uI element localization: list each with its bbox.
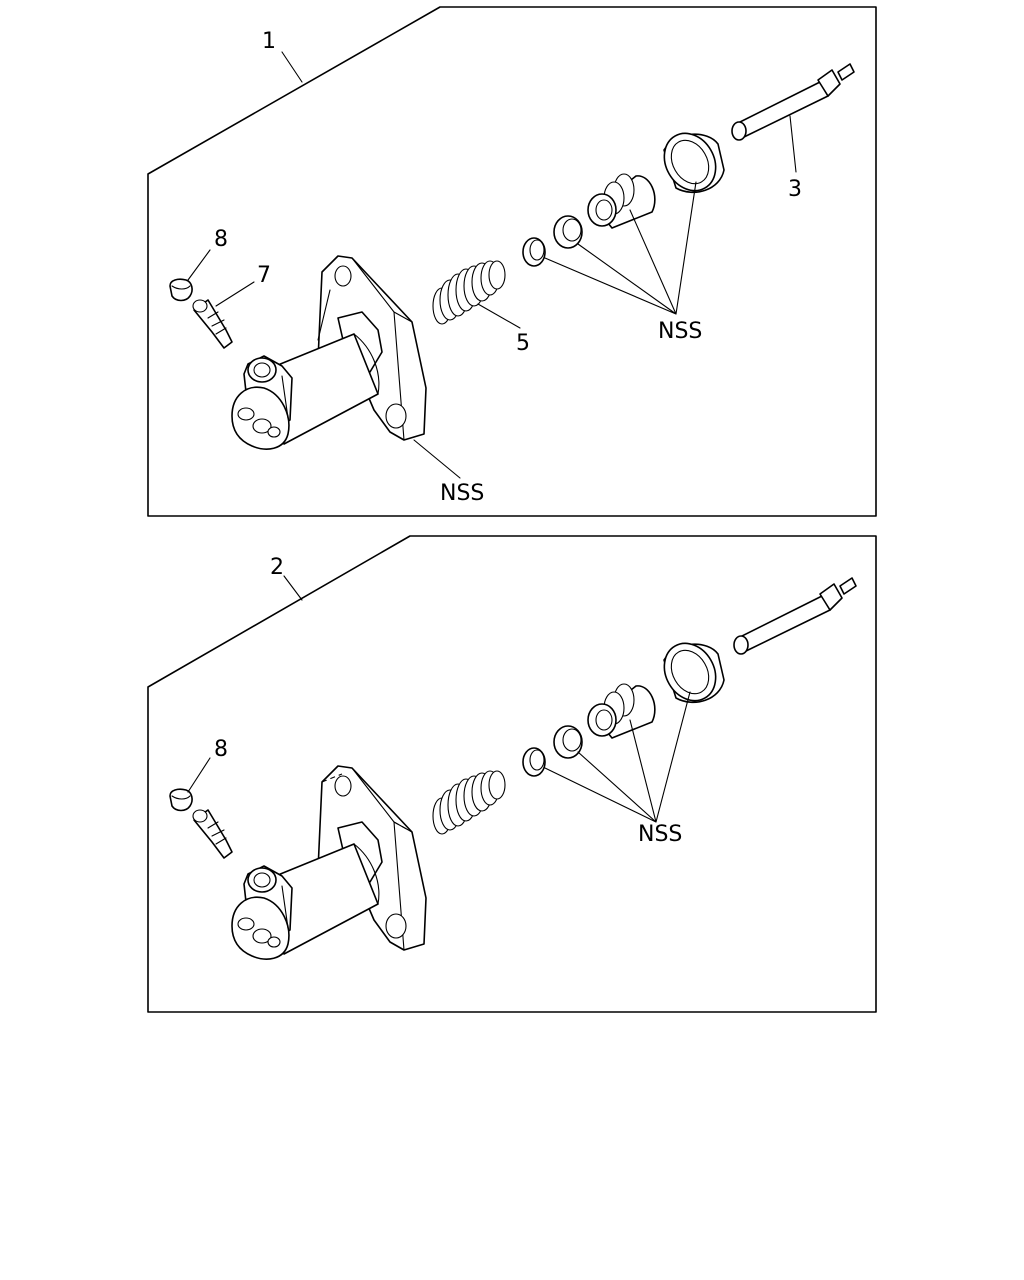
dust-cap-1 [169,278,193,302]
seal-kit-2 [522,633,727,777]
bleeder-screw-1 [192,299,233,349]
callout-seal-kit-2: NSS [638,822,682,847]
seal-kit-1 [522,123,727,267]
callout-spring-1: 5 [516,331,530,356]
callout-bleeder-1: 7 [257,263,271,288]
panel-1: 1 8 7 5 3 NSS NSS [147,6,877,517]
panel-2: 2 8 NSS [147,535,877,1013]
panel-1-frame [147,6,877,517]
dust-cap-2 [169,788,193,812]
push-rod-2 [733,577,857,655]
slave-cylinder-body-2 [231,765,427,960]
callout-cap-1: 8 [214,227,228,252]
spring-1 [432,260,506,325]
bleeder-screw-2 [192,809,233,859]
spring-2 [432,770,506,835]
push-rod-1 [731,63,855,141]
callout-cap-2: 8 [214,737,228,762]
assembly-number-1: 1 [262,29,276,54]
assembly-number-2: 2 [270,555,284,580]
callout-body-1: NSS [440,481,484,506]
callout-push-rod-1: 3 [788,177,802,202]
callout-seal-kit-1: NSS [658,319,702,344]
panel-2-frame [147,535,877,1013]
